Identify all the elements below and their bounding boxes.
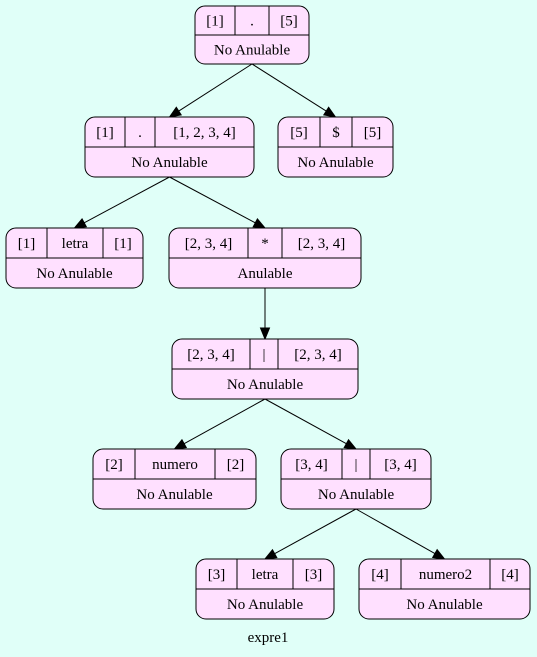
node-first-pos: [3, 4] — [295, 457, 328, 473]
tree-edge — [263, 508, 357, 560]
node-nullable-label: No Anulable — [214, 43, 291, 59]
arrowhead-icon — [322, 106, 337, 118]
node-first-pos: [3] — [208, 567, 226, 583]
node-symbol: numero — [152, 457, 198, 473]
node-symbol: $ — [332, 125, 340, 141]
nodes-layer: [1].[5]No Anulable[1].[1, 2, 3, 4]No Anu… — [5, 5, 531, 620]
tree-node: [5] $ [5] No Anulable — [277, 116, 394, 178]
edge-line — [83, 176, 170, 224]
arrowhead-icon — [263, 548, 278, 560]
diagram-caption: expre1 — [248, 630, 289, 646]
tree-node: [1]. [5] No Anulable — [194, 5, 310, 65]
node-nullable-label: Anulable — [238, 266, 293, 282]
node-last-pos: [2, 3, 4] — [298, 236, 346, 252]
arrowhead-icon — [431, 548, 446, 560]
edge-line — [274, 508, 357, 555]
node-symbol: letra — [62, 236, 89, 252]
edges-layer — [73, 63, 446, 560]
node-nullable-label: No Anulable — [136, 487, 213, 503]
tree-edge — [168, 63, 253, 118]
node-symbol: * — [261, 236, 269, 252]
node-nullable-label: No Anulable — [131, 155, 208, 171]
node-last-pos: [1, 2, 3, 4] — [173, 125, 236, 141]
node-symbol: . — [250, 14, 254, 30]
node-first-pos: [1] — [96, 125, 114, 141]
node-first-pos: [2, 3, 4] — [185, 236, 233, 252]
node-first-pos: [4] — [371, 567, 389, 583]
tree-edge — [73, 176, 170, 229]
edge-line — [264, 398, 347, 445]
arrowhead-icon — [343, 438, 358, 450]
node-last-pos: [2] — [227, 457, 245, 473]
edge-line — [169, 176, 256, 224]
node-symbol: numero2 — [419, 567, 472, 583]
tree-node: [2] numero [2] No Anulable — [92, 448, 257, 510]
node-last-pos: [5] — [280, 14, 298, 30]
node-first-pos: [2] — [105, 457, 123, 473]
tree-node: [4] numero2 [4] No Anulable — [358, 558, 531, 620]
tree-edge — [251, 63, 337, 118]
node-nullable-label: No Anulable — [406, 597, 483, 613]
node-symbol: | — [354, 457, 357, 473]
arrowhead-icon — [259, 327, 271, 341]
node-nullable-label: No Anulable — [297, 155, 374, 171]
node-symbol: . — [138, 125, 142, 141]
node-first-pos: [1] — [206, 14, 224, 30]
node-nullable-label: No Anulable — [36, 266, 113, 282]
node-symbol: letra — [252, 567, 279, 583]
node-last-pos: [2, 3, 4] — [294, 347, 342, 363]
tree-node: [3, 4] | [3, 4] No Anulable — [280, 448, 432, 510]
tree-node: [2, 3, 4] * [2, 3, 4] Anulable — [168, 227, 362, 289]
edge-line — [251, 63, 327, 112]
node-last-pos: [3, 4] — [384, 457, 417, 473]
node-first-pos: [1] — [18, 236, 36, 252]
node-symbol: | — [262, 347, 265, 363]
node-first-pos: [5] — [290, 125, 308, 141]
node-last-pos: [1] — [114, 236, 132, 252]
edge-line — [355, 508, 436, 555]
tree-node: [1] letra [1]No Anulable — [5, 227, 144, 289]
node-first-pos: [2, 3, 4] — [187, 347, 235, 363]
tree-node: [2, 3, 4] | [2, 3, 4] No Anulable — [171, 338, 359, 400]
arrowhead-icon — [252, 217, 267, 229]
arrowhead-icon — [168, 106, 183, 118]
tree-edge — [259, 288, 271, 341]
tree-edge — [264, 398, 358, 450]
node-last-pos: [5] — [364, 125, 382, 141]
node-nullable-label: No Anulable — [318, 487, 395, 503]
node-nullable-label: No Anulable — [227, 597, 304, 613]
node-last-pos: [4] — [501, 567, 519, 583]
tree-node: [1]. [1, 2, 3, 4] No Anulable — [84, 116, 255, 178]
edge-line — [183, 398, 266, 445]
arrowhead-icon — [73, 217, 88, 229]
tree-edge — [169, 176, 267, 229]
edge-line — [178, 63, 253, 112]
node-nullable-label: No Anulable — [227, 377, 304, 393]
tree-edge — [355, 508, 446, 560]
tree-node: [3] letra [3]No Anulable — [195, 558, 335, 620]
arrowhead-icon — [173, 438, 188, 450]
node-last-pos: [3] — [305, 567, 323, 583]
tree-edge — [173, 398, 266, 450]
